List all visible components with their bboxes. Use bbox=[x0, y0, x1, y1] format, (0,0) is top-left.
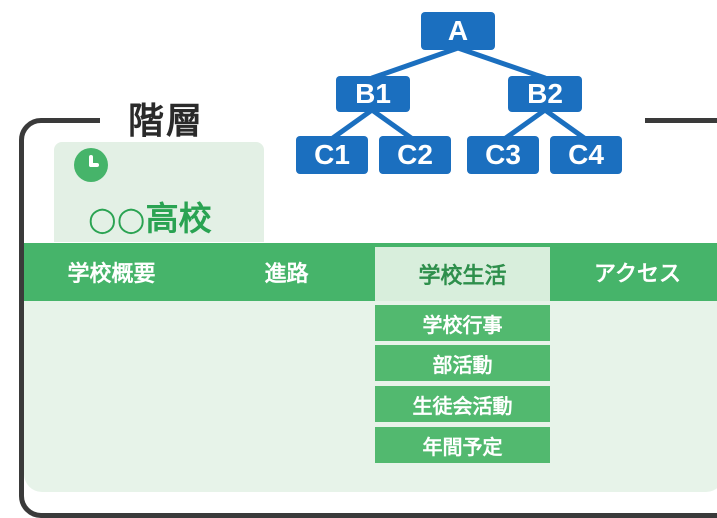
tree-node-c2: C2 bbox=[379, 136, 451, 174]
school-logo-text: ○○高校 bbox=[88, 199, 212, 238]
global-nav: 学校概要 進路 学校生活 アクセス bbox=[24, 243, 717, 301]
submenu-item-seitokai[interactable]: 生徒会活動 bbox=[375, 386, 550, 422]
page-title: 階層 bbox=[128, 101, 205, 142]
tree-node-c1: C1 bbox=[296, 136, 368, 174]
content-area bbox=[24, 298, 717, 492]
nav-item-shinro[interactable]: 進路 bbox=[264, 262, 309, 287]
nav-item-access[interactable]: アクセス bbox=[594, 262, 681, 287]
tree-node-b1: B1 bbox=[336, 76, 410, 112]
site-mockup bbox=[24, 122, 717, 492]
tree-node-a: A bbox=[421, 12, 495, 50]
tree-node-b2: B2 bbox=[508, 76, 582, 112]
submenu-item-bukatsudou[interactable]: 部活動 bbox=[375, 345, 550, 381]
nav-item-gakkou-gaiyou[interactable]: 学校概要 bbox=[67, 262, 156, 287]
tree-connectors bbox=[327, 45, 590, 143]
submenu-item-nenkan-yotei[interactable]: 年間予定 bbox=[375, 427, 550, 463]
tree-node-c4: C4 bbox=[550, 136, 622, 174]
nav-item-gakkou-seikatsu[interactable]: 学校生活 bbox=[375, 247, 550, 301]
tree-node-c3: C3 bbox=[467, 136, 539, 174]
clock-icon bbox=[74, 148, 108, 182]
submenu-item-gakkou-gyouji[interactable]: 学校行事 bbox=[375, 305, 550, 341]
